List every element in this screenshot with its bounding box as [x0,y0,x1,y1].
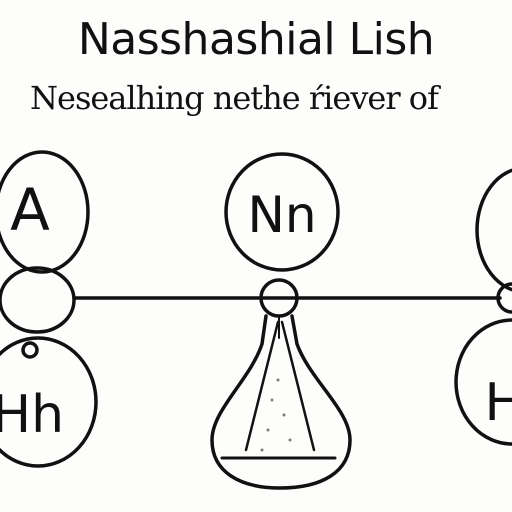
node-circle-left-top [0,150,90,274]
page-subtitle: Nesealhing nethe ŕiever of [30,79,439,117]
flask-mark [288,438,292,442]
flask-mark [266,428,270,432]
node-label-left-bottom: Hh [0,385,64,445]
flask-body [210,314,352,490]
node-circle-left-bottom [0,336,98,468]
node-circle-right-bottom [454,318,512,446]
junction-right [496,282,512,314]
flask-mark [270,398,274,402]
page-title: Nasshashial Lish [77,14,435,65]
junction-dot [21,341,39,359]
node-circle-center-top [224,152,340,272]
junction-left [0,266,76,334]
node-label-center-top: Nn [247,186,316,244]
node-label-left-top: A [10,176,50,244]
flask-mark [276,378,280,382]
flask-inner-triangle [244,320,316,452]
node-label-right-bottom: H [484,373,512,433]
flask-mark [282,413,286,417]
node-circle-right-top [475,168,512,292]
flask-mark [260,448,264,452]
